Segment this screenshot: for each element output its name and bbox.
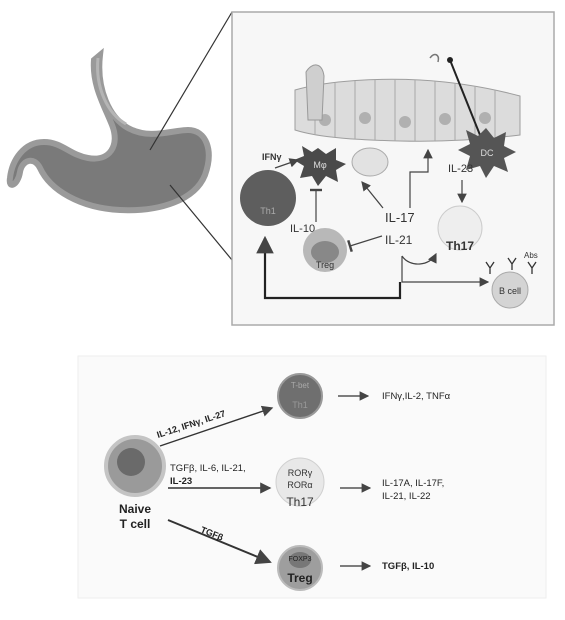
treg-cell-label: Treg (316, 260, 334, 270)
th1-output-label: IFNγ,IL-2, TNFα (382, 391, 451, 402)
th17-subset-label: Th17 (286, 495, 314, 509)
th1-cell-label: Th1 (260, 206, 276, 216)
th17-output-label-2: IL-21, IL-22 (382, 491, 431, 502)
th1-tf-label: T-bet (291, 381, 310, 390)
treg-output-label: TGFβ, IL-10 (382, 561, 434, 572)
th1-subset-label: Th1 (292, 400, 308, 410)
treg-tf-label: FOXP3 (289, 556, 312, 563)
naive-label-line2: T cell (120, 517, 151, 531)
b-cell-label: B cell (499, 286, 521, 296)
abs-label: Abs (524, 251, 538, 260)
il17-label: IL-17 (385, 210, 415, 225)
naive-label-line1: Naive (119, 502, 151, 516)
stomach-illustration (10, 55, 209, 210)
zoom-line-bottom (170, 185, 232, 260)
th17-output-label-1: IL-17A, IL-17F, (382, 478, 444, 489)
t-cell-differentiation-panel: Naive T cell IL-12, IFNγ, IL-27 TGFβ, IL… (78, 356, 546, 598)
th17-cell-label: Th17 (446, 239, 474, 253)
il21-label: IL-21 (385, 233, 413, 247)
il23-label: IL-23 (448, 163, 473, 175)
gastric-mucosa-inset: DC Mφ Th1 IFNγ IL-10 Treg IL-17 IL-21 IL… (232, 12, 554, 325)
treg-subset-label: Treg (287, 571, 312, 585)
dc-label: DC (481, 148, 494, 158)
th17-tf1-label: RORγ (288, 468, 313, 478)
goblet-cell (306, 65, 324, 120)
th17-signals-label-2: IL-23 (170, 476, 192, 487)
apoptotic-cell (352, 148, 388, 176)
th17-tf2-label: RORα (287, 480, 312, 490)
ifng-label: IFNγ (262, 152, 282, 162)
th17-signals-label-1: TGFβ, IL-6, IL-21, (170, 463, 246, 474)
macrophage-label: Mφ (313, 160, 326, 170)
th1-cell (240, 170, 296, 226)
